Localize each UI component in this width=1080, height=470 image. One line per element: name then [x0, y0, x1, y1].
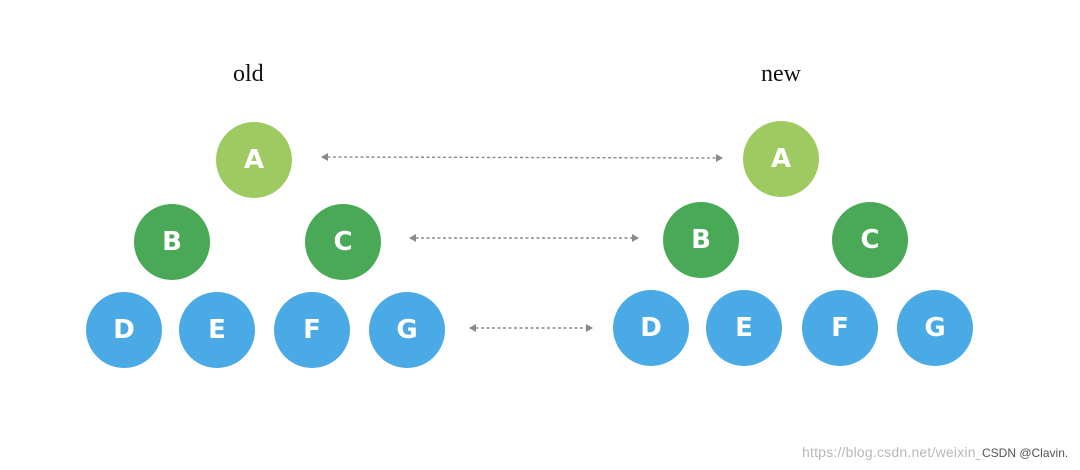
old-node-e: E	[179, 292, 255, 368]
new-node-e: E	[706, 290, 782, 366]
old-node-c: C	[305, 204, 381, 280]
old-node-b: B	[134, 204, 210, 280]
new-node-a: A	[743, 121, 819, 197]
old-node-g: G	[369, 292, 445, 368]
new-tree-title: new	[761, 61, 801, 87]
old-tree-title: old	[233, 61, 264, 87]
new-node-g: G	[897, 290, 973, 366]
old-node-f: F	[274, 292, 350, 368]
old-node-d: D	[86, 292, 162, 368]
new-node-d: D	[613, 290, 689, 366]
old-node-a: A	[216, 122, 292, 198]
new-node-b: B	[663, 202, 739, 278]
watermark-credit: CSDN @Clavin.	[980, 446, 1071, 460]
new-node-c: C	[832, 202, 908, 278]
new-node-f: F	[802, 290, 878, 366]
level-1-compare-arrow	[321, 153, 723, 162]
